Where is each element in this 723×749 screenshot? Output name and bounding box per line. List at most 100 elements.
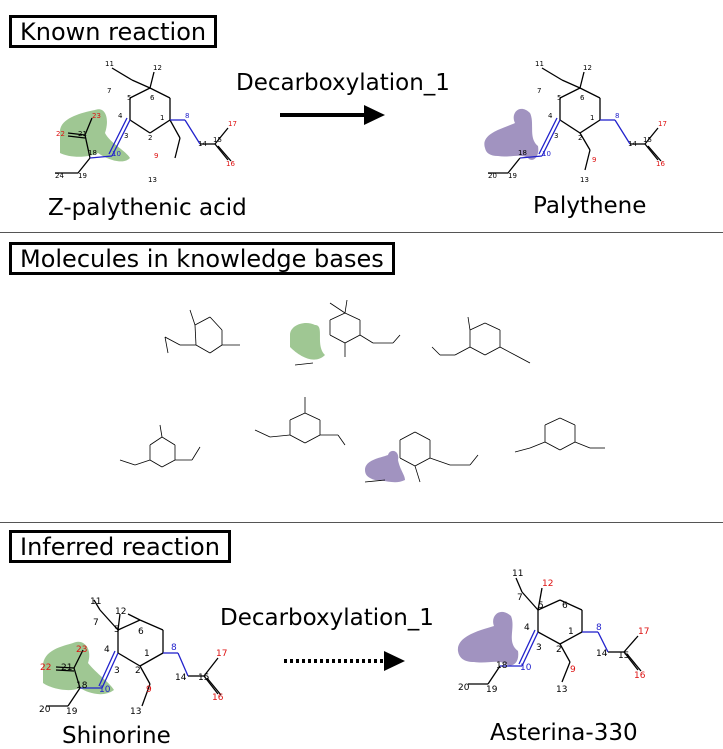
- svg-text:3: 3: [114, 666, 120, 676]
- kb-molecule-4: [119, 424, 201, 468]
- svg-text:6: 6: [580, 94, 585, 102]
- svg-text:12: 12: [542, 579, 553, 589]
- section-title-known: Known reaction: [9, 15, 218, 48]
- svg-text:17: 17: [658, 120, 667, 128]
- svg-text:14: 14: [175, 673, 187, 683]
- svg-text:15: 15: [643, 136, 652, 144]
- svg-text:1: 1: [590, 114, 594, 122]
- svg-text:23: 23: [76, 645, 87, 655]
- svg-text:8: 8: [171, 643, 177, 653]
- svg-text:13: 13: [580, 176, 589, 184]
- kb-molecule-1: [164, 309, 240, 354]
- svg-text:19: 19: [486, 685, 498, 695]
- svg-text:5: 5: [557, 94, 561, 102]
- svg-text:4: 4: [104, 645, 110, 655]
- svg-text:8: 8: [615, 112, 619, 120]
- svg-text:7: 7: [107, 87, 111, 95]
- svg-text:11: 11: [105, 60, 114, 68]
- kb-molecule-2: [290, 299, 401, 366]
- svg-text:23: 23: [92, 112, 101, 120]
- reactant-name-inferred: Shinorine: [62, 723, 171, 749]
- svg-text:10: 10: [112, 150, 121, 158]
- svg-text:9: 9: [570, 665, 576, 675]
- svg-text:12: 12: [153, 64, 162, 72]
- svg-text:4: 4: [548, 112, 553, 120]
- svg-text:10: 10: [520, 663, 532, 673]
- svg-text:7: 7: [517, 593, 523, 603]
- kb-molecule-6: [364, 431, 479, 483]
- svg-text:15: 15: [198, 673, 209, 683]
- svg-text:2: 2: [135, 666, 141, 676]
- svg-text:18: 18: [496, 661, 508, 671]
- svg-text:24: 24: [55, 172, 64, 180]
- svg-text:18: 18: [76, 681, 88, 691]
- svg-text:12: 12: [115, 607, 126, 617]
- svg-text:14: 14: [596, 649, 608, 659]
- svg-text:9: 9: [146, 685, 152, 695]
- svg-text:21: 21: [61, 663, 72, 673]
- svg-text:3: 3: [554, 132, 558, 140]
- svg-text:4: 4: [524, 623, 530, 633]
- svg-text:17: 17: [228, 120, 237, 128]
- svg-text:13: 13: [148, 176, 157, 184]
- svg-text:22: 22: [56, 130, 65, 138]
- svg-text:18: 18: [88, 149, 97, 157]
- svg-text:7: 7: [537, 87, 541, 95]
- svg-text:16: 16: [212, 693, 224, 703]
- svg-text:1: 1: [144, 649, 150, 659]
- svg-text:13: 13: [130, 707, 141, 717]
- svg-text:21: 21: [78, 130, 87, 138]
- svg-text:5: 5: [114, 625, 120, 635]
- reaction-label-known: Decarboxylation_1: [236, 70, 450, 96]
- product-name-inferred: Asterina-330: [490, 720, 638, 746]
- divider-2: [0, 522, 723, 523]
- svg-text:2: 2: [148, 134, 152, 142]
- svg-text:6: 6: [150, 94, 155, 102]
- kb-molecule-7: [514, 417, 605, 453]
- svg-text:7: 7: [93, 618, 99, 628]
- svg-text:16: 16: [226, 160, 235, 168]
- svg-text:3: 3: [536, 643, 542, 653]
- svg-text:12: 12: [583, 64, 592, 72]
- svg-text:1: 1: [568, 627, 574, 637]
- svg-text:8: 8: [185, 112, 189, 120]
- svg-text:10: 10: [542, 150, 551, 158]
- reaction-arrow-inferred: [284, 651, 405, 671]
- reactant-name-known: Z-palythenic acid: [48, 195, 247, 221]
- leaving-group-highlight: [457, 611, 519, 666]
- svg-text:11: 11: [90, 597, 101, 607]
- svg-text:4: 4: [118, 112, 123, 120]
- svg-text:14: 14: [198, 140, 207, 148]
- svg-text:20: 20: [39, 705, 51, 715]
- svg-text:10: 10: [99, 685, 111, 695]
- reaction-label-inferred: Decarboxylation_1: [220, 605, 434, 631]
- svg-text:15: 15: [618, 651, 629, 661]
- svg-text:8: 8: [596, 623, 602, 633]
- svg-text:1: 1: [160, 114, 164, 122]
- reaction-center-highlight: [43, 641, 114, 695]
- svg-text:16: 16: [656, 160, 665, 168]
- svg-text:3: 3: [124, 132, 128, 140]
- section-title-knowledge: Molecules in knowledge bases: [9, 242, 395, 275]
- svg-text:20: 20: [458, 683, 470, 693]
- svg-text:6: 6: [562, 601, 568, 611]
- divider-1: [0, 232, 723, 233]
- svg-text:22: 22: [40, 663, 51, 673]
- svg-text:11: 11: [535, 60, 544, 68]
- product-name-known: Palythene: [533, 193, 647, 219]
- svg-text:9: 9: [154, 152, 158, 160]
- svg-text:19: 19: [66, 707, 78, 717]
- kb-molecule-5: [254, 397, 346, 446]
- svg-text:19: 19: [78, 172, 87, 180]
- svg-text:6: 6: [138, 627, 144, 637]
- svg-text:5: 5: [538, 601, 544, 611]
- svg-text:11: 11: [512, 569, 523, 579]
- svg-text:19: 19: [508, 172, 517, 180]
- svg-text:13: 13: [556, 685, 567, 695]
- svg-text:16: 16: [634, 671, 646, 681]
- svg-text:14: 14: [628, 140, 637, 148]
